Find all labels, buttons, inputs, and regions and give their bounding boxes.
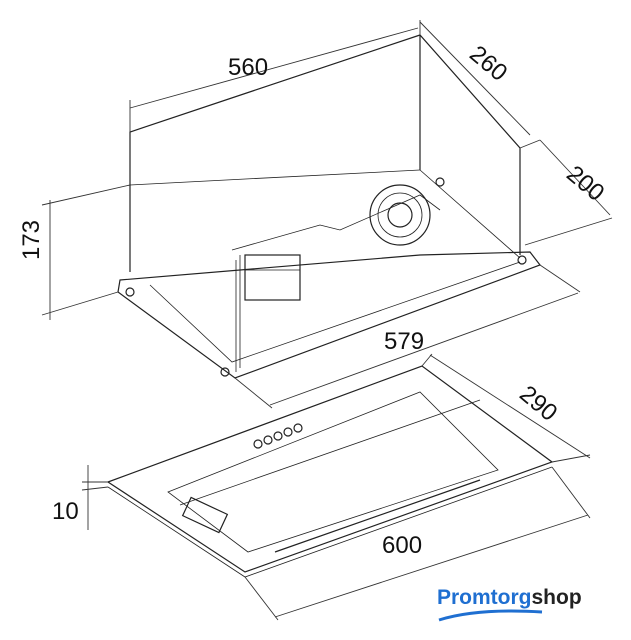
dimension-600: 600 — [382, 532, 423, 559]
dimension-579: 579 — [384, 328, 425, 355]
dimension-560: 560 — [228, 54, 269, 81]
glass-panel — [106, 365, 554, 578]
promtorgshop-logo: Promtorgshop — [437, 586, 582, 622]
dimension-173: 173 — [18, 219, 46, 261]
logo-part1: Promtorg — [437, 586, 532, 609]
control-button-1 — [253, 439, 263, 449]
dimension-10: 10 — [52, 498, 79, 525]
logo-swoosh-icon — [438, 609, 543, 622]
hood-body — [117, 34, 541, 379]
dimension-lines — [41, 20, 613, 621]
logo-part2: shop — [531, 586, 582, 609]
